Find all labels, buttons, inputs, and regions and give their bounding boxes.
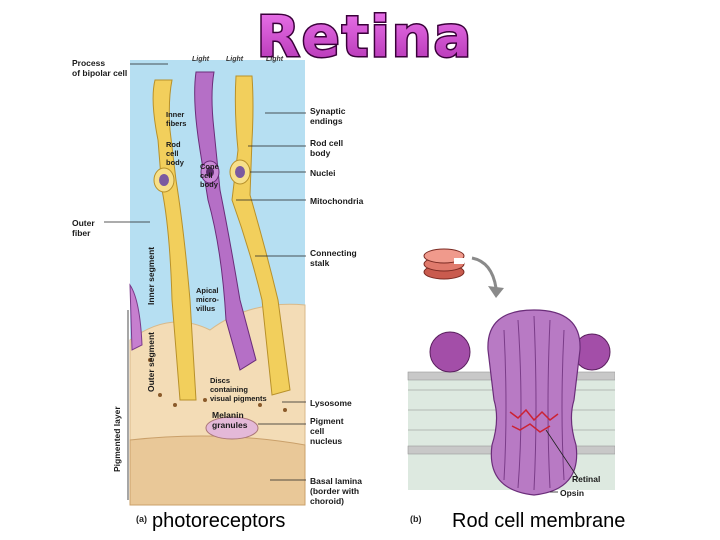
caption-rod-cell-membrane: Rod cell membrane xyxy=(452,510,626,532)
curved-arrow-icon xyxy=(471,256,498,289)
label-nuclei: Nuclei xyxy=(310,168,336,178)
page-title: Retina xyxy=(257,5,474,66)
light-label-3: Light xyxy=(266,56,284,63)
label-retinal: Retinal xyxy=(572,474,601,484)
caption-photoreceptors: photoreceptors xyxy=(152,510,286,532)
label-synaptic-endings: Synaptic endings xyxy=(310,106,346,126)
label-lysosome: Lysosome xyxy=(310,398,352,408)
light-label-2: Light xyxy=(226,56,244,63)
label-rod-cell-body-left: Rod cell body xyxy=(166,140,184,167)
label-process-bipolar: Process of bipolar cell xyxy=(72,58,128,78)
title-wordart: Retina xyxy=(255,4,474,66)
label-pigment-cell-nucleus: Pigment cell nucleus xyxy=(310,416,344,446)
label-outer-fiber: Outer fiber xyxy=(72,218,95,238)
label-outer-segment: Outer segment xyxy=(146,332,156,392)
disc-stack-icon xyxy=(423,248,465,280)
panel-a-tag: (a) xyxy=(136,514,147,524)
label-melanin: Melanin granules xyxy=(212,410,248,430)
label-cone-cell-body: Cone cell body xyxy=(200,162,219,189)
label-discs: Discs containing visual pigments xyxy=(210,376,267,403)
label-connecting-stalk: Connecting stalk xyxy=(310,248,357,268)
panel-b-tag: (b) xyxy=(410,514,422,524)
label-opsin: Opsin xyxy=(560,488,585,498)
label-inner-segment: Inner segment xyxy=(146,246,156,305)
label-inner-fibers: Inner fibers xyxy=(166,110,187,128)
label-pigmented-layer: Pigmented layer xyxy=(112,406,122,472)
label-mitochondria: Mitochondria xyxy=(310,196,364,206)
label-rod-cell-body: Rod cell body xyxy=(310,138,344,158)
label-basal-lamina: Basal lamina (border with choroid) xyxy=(310,476,362,506)
rod-membrane-illustration xyxy=(407,248,615,496)
label-apical-microvillus: Apical micro- villus xyxy=(196,286,219,313)
light-label-1: Light xyxy=(192,56,210,63)
